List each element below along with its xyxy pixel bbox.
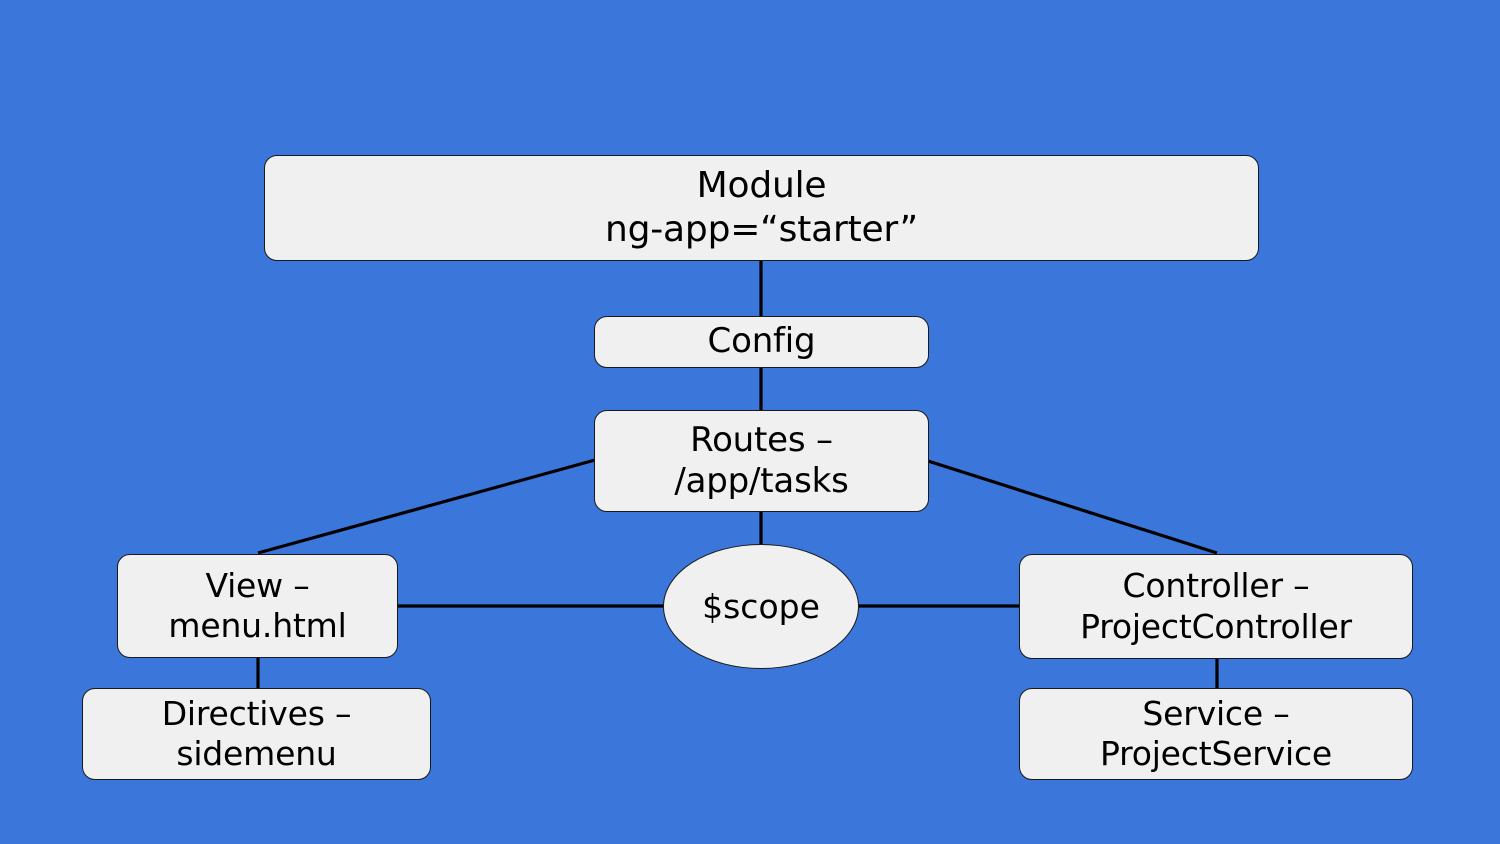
node-routes[interactable]: Routes – /app/tasks xyxy=(594,410,929,512)
node-scope[interactable]: $scope xyxy=(663,544,859,669)
node-service[interactable]: Service – ProjectService xyxy=(1019,688,1413,780)
node-view[interactable]: View – menu.html xyxy=(117,554,398,658)
node-config[interactable]: Config xyxy=(594,316,929,368)
edge-routes-view xyxy=(257,458,596,555)
node-controller[interactable]: Controller – ProjectController xyxy=(1019,554,1413,659)
node-directives[interactable]: Directives – sidemenu xyxy=(82,688,431,780)
node-module[interactable]: Module ng-app=“starter” xyxy=(264,155,1259,261)
edge-routes-controller xyxy=(927,459,1218,555)
